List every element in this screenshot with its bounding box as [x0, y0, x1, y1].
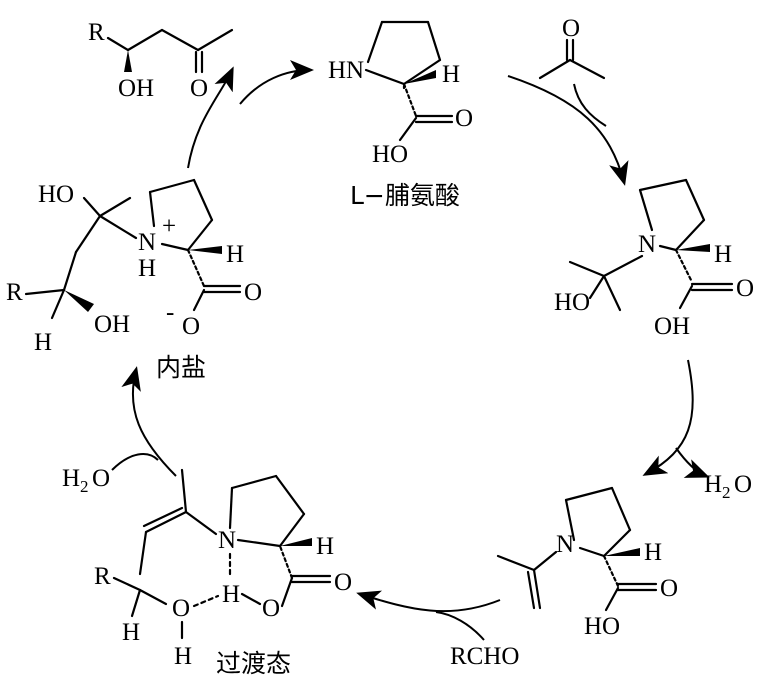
atom-n: N [638, 231, 656, 258]
atom-o: O [736, 275, 754, 302]
svg-text:O: O [92, 465, 110, 492]
atom-ho: HO [554, 289, 590, 316]
atom-ho: HO [584, 613, 620, 640]
atom-o: O [262, 595, 280, 622]
water-out-right: H 2 O [704, 471, 752, 502]
atom-h: H [138, 255, 156, 282]
atom-h: H [316, 533, 334, 560]
svg-text:O: O [734, 471, 752, 498]
atom-h: H [714, 241, 732, 268]
arrow-water-out [675, 447, 710, 478]
atom-ho: HO [38, 181, 74, 208]
atom-hn: HN [328, 57, 364, 84]
arrow-carbinolamine-to-enamine [642, 359, 694, 476]
arrow-acetone-in [573, 83, 607, 127]
atom-h: H [174, 643, 192, 670]
svg-text:2: 2 [722, 483, 731, 502]
arrow-proline-to-carbinolamine [507, 75, 629, 186]
atom-o: O [562, 15, 580, 42]
atom-r: R [88, 19, 105, 46]
aldehyde-label: RCHO [450, 643, 519, 670]
acetone: O [538, 15, 606, 80]
atom-h: H [222, 581, 240, 608]
water-in-left: H 2 O [62, 465, 110, 496]
transition-state-name: 过渡态 [216, 649, 291, 678]
atom-o: O [244, 279, 262, 306]
atom-n: N [218, 527, 236, 554]
arrow-rcho-in [435, 611, 485, 641]
zwitterion: HO R OH H N H + H O O - 内盐 [6, 178, 262, 382]
arrow-enamine-to-ts [356, 590, 501, 613]
atom-ho: HO [372, 141, 408, 168]
atom-plus: + [162, 213, 176, 240]
atom-r: R [6, 279, 23, 306]
atom-o: O [660, 575, 678, 602]
l-proline: HN H O HO L−脯氨酸 [328, 20, 473, 210]
atom-oh: OH [94, 311, 130, 338]
arrow-water-in [111, 453, 159, 471]
atom-o: O [455, 105, 473, 132]
proline-name: L−脯氨酸 [350, 181, 460, 210]
enamine: N H O HO [496, 486, 678, 640]
atom-h: H [34, 329, 52, 356]
aldol-product: R O OH [88, 19, 234, 102]
atom-oh: OH [654, 313, 690, 340]
atom-o: O [182, 313, 200, 340]
arrow-zwitterion-to-product [187, 66, 234, 169]
atom-h: H [442, 61, 460, 88]
atom-oh: OH [118, 75, 154, 102]
arrow-release-proline [239, 60, 314, 105]
atom-h: H [644, 539, 662, 566]
svg-text:2: 2 [80, 477, 89, 496]
arrow-ts-to-zwitterion [121, 366, 177, 477]
atom-o: O [190, 75, 208, 102]
atom-n: N [556, 531, 574, 558]
atom-o: O [172, 595, 190, 622]
atom-h: H [122, 619, 140, 646]
atom-o: O [334, 569, 352, 596]
svg-text:H: H [704, 471, 722, 498]
transition-state: R H O H N H O O H 过渡态 [94, 468, 352, 678]
carbinolamine: N H O OH HO [554, 178, 754, 340]
atom-n: N [138, 229, 156, 256]
zwitterion-name: 内盐 [156, 353, 206, 382]
atom-r: R [94, 563, 111, 590]
atom-h: H [226, 241, 244, 268]
svg-text:H: H [62, 465, 80, 492]
atom-minus: - [166, 299, 174, 326]
